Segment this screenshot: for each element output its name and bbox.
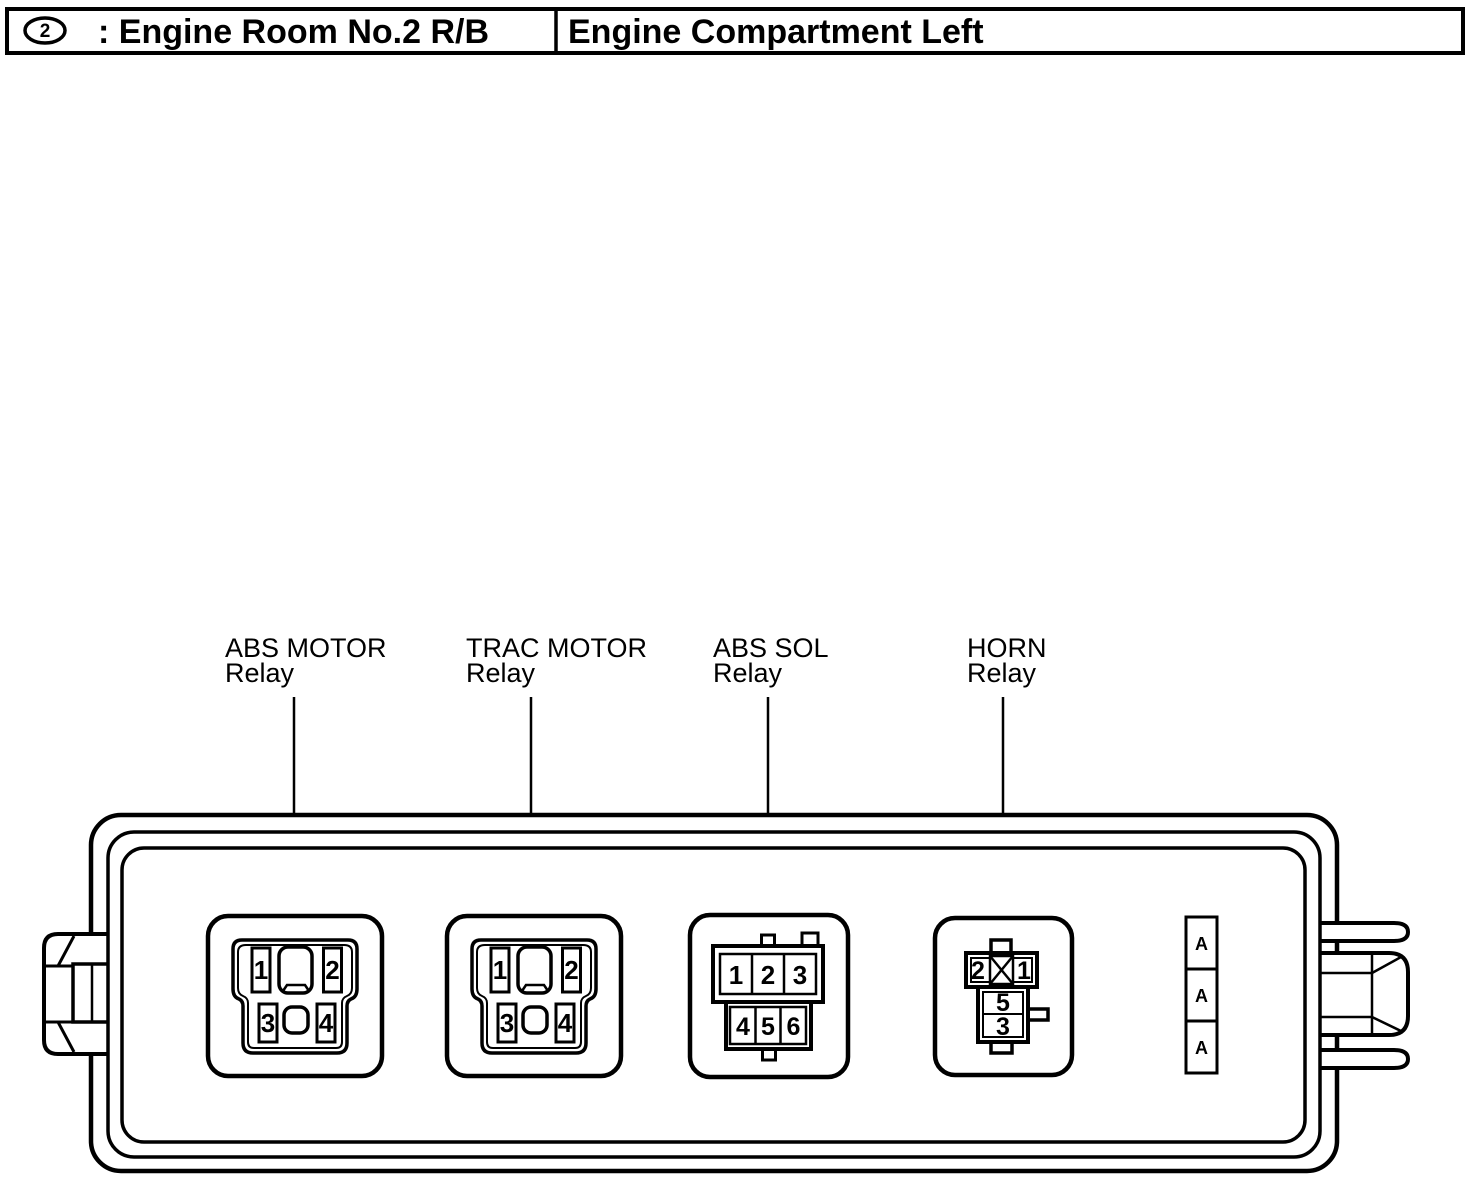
right-bracket-bottom-prong	[1321, 1048, 1411, 1070]
pin-number: 1	[493, 955, 507, 985]
pin-number: 1	[729, 960, 743, 990]
label-abs-sol: ABS SOL	[713, 633, 829, 663]
connector-inner-line	[237, 944, 353, 1049]
label-abs-motor: ABS MOTOR	[225, 633, 387, 663]
pin-number: 3	[996, 1013, 1010, 1041]
left-bracket-outline	[42, 932, 108, 1056]
connector-inner-line	[476, 944, 592, 1049]
slot-label: A	[1195, 1038, 1208, 1058]
pin-number: 1	[1017, 957, 1031, 985]
pin-number: 2	[761, 960, 775, 990]
right-mount-bracket	[1321, 921, 1411, 1070]
socket-trac-motor-relay: 1 2 3 4	[444, 913, 624, 1079]
connector-outline	[231, 938, 359, 1055]
keyway-x	[989, 955, 1014, 985]
pin-number: 3	[500, 1008, 514, 1038]
header-border	[5, 7, 1465, 55]
label-horn: HORN	[967, 633, 1047, 663]
header-badge: 2	[40, 21, 51, 42]
header-bar: 2 : Engine Room No.2 R/B Engine Compartm…	[5, 7, 1465, 55]
right-bracket-socket	[1321, 951, 1410, 1037]
relay-box-middle-outline	[106, 830, 1322, 1159]
pin-slot	[554, 1002, 576, 1044]
pin-grid-bottom	[728, 1005, 808, 1046]
socket-abs-sol-relay: 1 2 3 4 5 6	[687, 912, 851, 1080]
pin-number: 6	[787, 1013, 801, 1041]
slot-label: A	[1195, 934, 1208, 954]
slot-label: A	[1195, 986, 1208, 1006]
pin-number: 2	[564, 955, 578, 985]
pin-number: 1	[254, 955, 268, 985]
pin-slot	[250, 946, 272, 994]
label-trac-motor: TRAC MOTOR	[466, 633, 647, 663]
label-abs-sol-2: Relay	[713, 658, 783, 688]
label-horn-2: Relay	[967, 658, 1037, 688]
pin-number: 3	[261, 1008, 275, 1038]
header-title-left: : Engine Room No.2 R/B	[98, 13, 489, 51]
pin-slot-large	[516, 945, 553, 995]
socket-abs-motor-relay: 1 2 3 4	[205, 913, 385, 1079]
pin-grid-top	[718, 952, 818, 996]
left-mount-bracket	[42, 932, 108, 1056]
component-labels: ABS MOTOR Relay TRAC MOTOR Relay ABS SOL…	[225, 633, 1047, 688]
pin-number: 2	[971, 957, 985, 985]
connector-outline	[470, 938, 598, 1055]
pin-number: 5	[761, 1013, 775, 1041]
right-bracket-top-prong	[1321, 921, 1411, 943]
slot-column	[1184, 915, 1219, 1075]
pin-slot	[489, 946, 511, 994]
pin-number: 2	[325, 955, 339, 985]
spare-slot-strip: A A A	[1184, 915, 1219, 1075]
socket-horn-relay: 2 1 5 3	[932, 915, 1075, 1078]
pin-number: 5	[996, 989, 1010, 1017]
pin-slot-small	[282, 1005, 310, 1035]
pin-slot	[496, 1002, 518, 1044]
pin-slot-small	[521, 1005, 549, 1035]
header-title-right: Engine Compartment Left	[568, 13, 984, 51]
pin-number: 4	[558, 1008, 573, 1038]
pin-slot-large	[277, 945, 314, 995]
relay-box-inner-outline	[120, 846, 1307, 1144]
pin-slot	[257, 1002, 279, 1044]
pin-slot	[322, 946, 343, 994]
circled-number-icon	[23, 16, 67, 45]
label-abs-motor-2: Relay	[225, 658, 295, 688]
pin-number: 4	[736, 1013, 750, 1041]
pin-slot	[561, 946, 582, 994]
pin-number: 4	[319, 1008, 334, 1038]
pin-slot	[315, 1002, 337, 1044]
label-trac-motor-2: Relay	[466, 658, 536, 688]
pin-number: 3	[793, 960, 807, 990]
